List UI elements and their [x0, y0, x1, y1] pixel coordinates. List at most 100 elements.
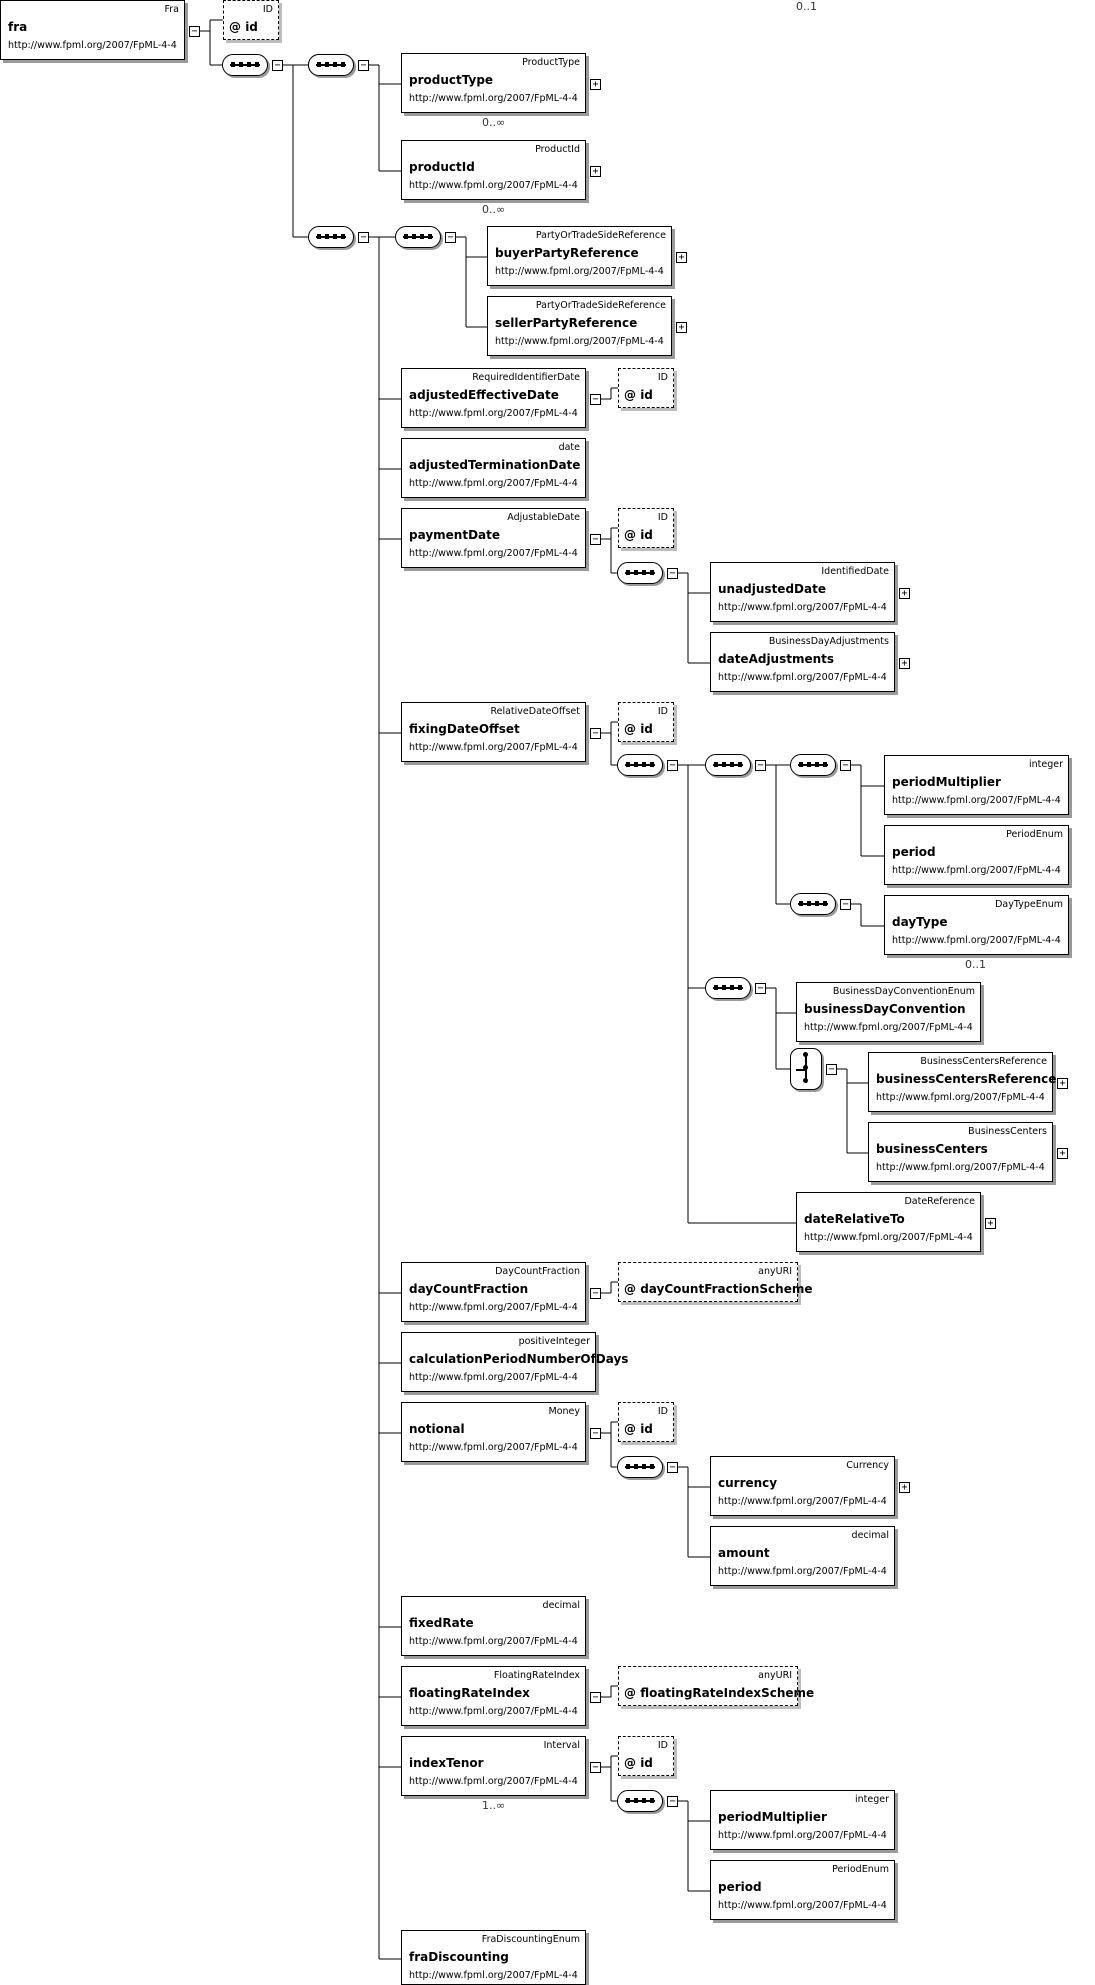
element-type-label: Interval [543, 1740, 580, 1751]
attribute-at-icon: @ [624, 528, 641, 542]
sequence-compositor-icon[interactable] [617, 1790, 663, 1812]
sequence-bar [316, 236, 346, 238]
collapse-toggle-icon[interactable]: − [667, 1462, 678, 1473]
collapse-toggle-icon[interactable]: − [826, 1064, 837, 1075]
collapse-toggle-icon[interactable]: − [755, 983, 766, 994]
sequence-dot [333, 234, 337, 239]
collapse-toggle-icon[interactable]: − [358, 232, 369, 243]
attribute-box[interactable]: ID@ id [618, 508, 674, 548]
collapse-toggle-icon[interactable]: − [840, 899, 851, 910]
element-namespace-label: http://www.fpml.org/2007/FpML-4-4 [718, 1496, 887, 1507]
attribute-box[interactable]: ID@ id [618, 1402, 674, 1442]
attribute-box[interactable]: ID@ id [618, 368, 674, 408]
collapse-toggle-icon[interactable]: − [358, 60, 369, 71]
sequence-compositor-icon[interactable] [308, 226, 354, 248]
expand-toggle-icon[interactable]: + [899, 588, 910, 599]
attribute-box[interactable]: ID@ id [618, 1736, 674, 1776]
sequence-compositor-icon[interactable] [705, 977, 751, 999]
collapse-toggle-icon[interactable]: − [667, 760, 678, 771]
element-type-label: BusinessDayAdjustments [768, 636, 889, 647]
sequence-compositor-icon[interactable] [705, 754, 751, 776]
expand-toggle-icon[interactable]: + [1057, 1148, 1068, 1159]
sequence-compositor-icon[interactable] [790, 893, 836, 915]
attribute-type-label: ID [657, 706, 668, 717]
collapse-toggle-icon[interactable]: − [590, 394, 601, 405]
collapse-toggle-icon[interactable]: − [272, 60, 283, 71]
element-type-label: PeriodEnum [1006, 829, 1063, 840]
collapse-toggle-icon[interactable]: − [590, 1428, 601, 1439]
collapse-toggle-icon[interactable]: − [667, 568, 678, 579]
sequence-compositor-icon[interactable] [790, 754, 836, 776]
collapse-toggle-icon[interactable]: − [189, 26, 200, 37]
collapse-toggle-icon[interactable]: − [590, 1762, 601, 1773]
collapse-toggle-icon[interactable]: − [590, 1288, 601, 1299]
expand-toggle-icon[interactable]: + [1057, 1078, 1068, 1089]
attribute-type-label: anyURI [758, 1670, 792, 1681]
sequence-compositor-icon[interactable] [617, 754, 663, 776]
attribute-box[interactable]: anyURI@ floatingRateIndexScheme [618, 1666, 814, 1706]
element-namespace-label: http://www.fpml.org/2007/FpML-4-4 [409, 180, 578, 191]
collapse-toggle-icon[interactable]: − [755, 760, 766, 771]
collapse-toggle-icon[interactable]: − [840, 760, 851, 771]
element-namespace-label: http://www.fpml.org/2007/FpML-4-4 [718, 672, 887, 683]
sequence-compositor-icon[interactable] [222, 54, 268, 76]
expand-toggle-icon[interactable]: + [899, 658, 910, 669]
collapse-toggle-icon[interactable]: − [667, 1796, 678, 1807]
sequence-dot [650, 1798, 654, 1803]
collapse-toggle-icon[interactable]: − [590, 1692, 601, 1703]
choice-compositor-icon[interactable] [790, 1048, 822, 1090]
attribute-box[interactable]: ID@ id [223, 0, 279, 40]
expand-toggle-icon[interactable]: + [676, 322, 687, 333]
element-type-label: ProductType [522, 57, 580, 68]
attribute-at-icon: @ [229, 20, 246, 34]
expand-toggle-icon[interactable]: + [985, 1218, 996, 1229]
sequence-compositor-icon[interactable] [395, 226, 441, 248]
collapse-toggle-icon[interactable]: − [590, 534, 601, 545]
expand-toggle-icon[interactable]: + [676, 252, 687, 263]
attribute-box[interactable]: anyURI@ dayCountFractionScheme [618, 1262, 812, 1302]
collapse-toggle-icon[interactable]: − [445, 232, 456, 243]
sequence-dot [650, 570, 654, 575]
expand-toggle-icon[interactable]: + [590, 79, 601, 90]
attribute-box[interactable]: ID@ id [618, 702, 674, 742]
expand-toggle-icon[interactable]: + [899, 1482, 910, 1493]
sequence-dot [642, 1464, 646, 1469]
collapse-toggle-icon[interactable]: − [590, 728, 601, 739]
sequence-dot [815, 762, 819, 767]
expand-toggle-icon[interactable]: + [590, 166, 601, 177]
sequence-compositor-icon[interactable] [617, 562, 663, 584]
sequence-compositor-icon[interactable] [617, 1456, 663, 1478]
sequence-bar [798, 764, 828, 766]
sequence-compositor-icon[interactable] [308, 54, 354, 76]
